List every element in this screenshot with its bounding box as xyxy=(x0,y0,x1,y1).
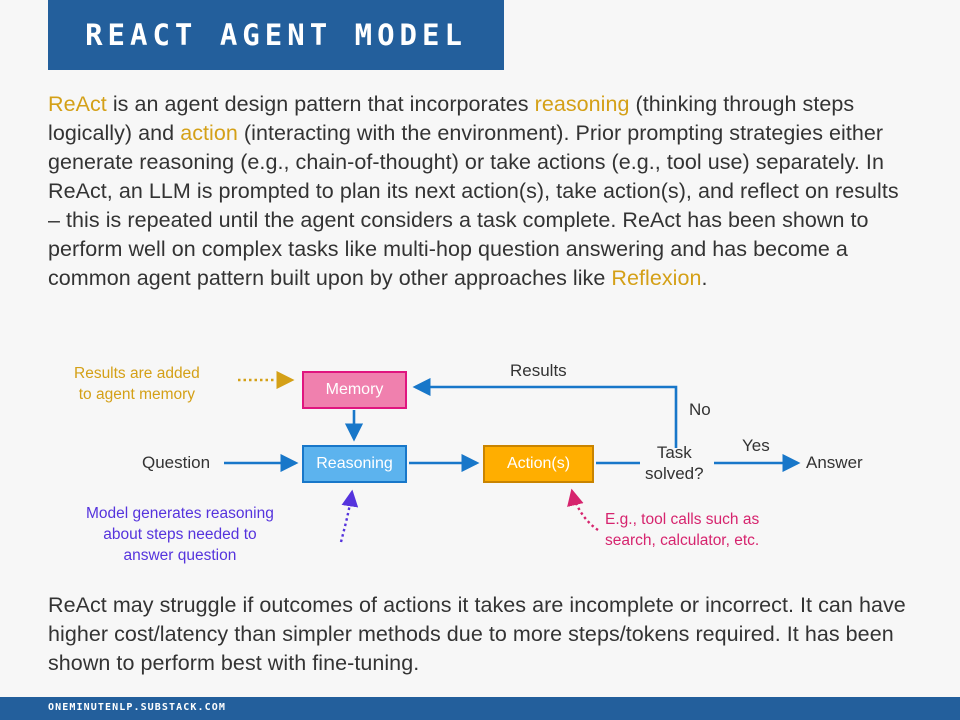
intro-run-1: is an agent design pattern that incorpor… xyxy=(106,92,535,116)
page-title: REACT AGENT MODEL xyxy=(85,18,467,52)
intro-run-0: ReAct xyxy=(48,92,107,116)
intro-run-2: reasoning xyxy=(534,92,630,116)
arrow-no-to-memory xyxy=(412,377,678,448)
node-memory[interactable]: Memory xyxy=(302,371,407,409)
intro-run-5: (interacting with the environment). Prio… xyxy=(48,121,899,290)
intro-paragraph: ReAct is an agent design pattern that in… xyxy=(48,90,908,293)
footer-site-label: ONEMINUTENLP.SUBSTACK.COM xyxy=(48,702,227,713)
label-answer: Answer xyxy=(806,453,863,472)
footer-bar xyxy=(0,697,960,720)
annotation-arrow-tools xyxy=(567,488,599,531)
label-task-solved-line1: Task xyxy=(656,443,692,462)
label-question: Question xyxy=(142,453,211,472)
intro-run-4: action xyxy=(180,121,238,145)
intro-run-7: . xyxy=(701,266,708,290)
node-actions-label: Action(s) xyxy=(506,455,571,472)
annotation-memory: Results are added to agent memory xyxy=(74,363,200,405)
annotation-reasoning: Model generates reasoning about steps ne… xyxy=(86,503,274,566)
annotation-reasoning-line2: about steps needed to xyxy=(103,526,257,543)
react-agent-diagram: Memory Reasoning Action(s) Question Resu… xyxy=(0,350,960,580)
annotation-reasoning-line1: Model generates reasoning xyxy=(86,505,274,522)
node-memory-label: Memory xyxy=(325,381,384,398)
label-yes: Yes xyxy=(742,436,770,455)
label-task-solved-line2: solved? xyxy=(645,464,704,483)
annotation-memory-line1: Results are added xyxy=(74,365,200,382)
label-no: No xyxy=(689,400,711,419)
annotation-arrow-reasoning xyxy=(339,489,359,543)
annotation-tools: E.g., tool calls such as search, calcula… xyxy=(605,509,759,551)
annotation-memory-line2: to agent memory xyxy=(78,386,196,403)
outro-paragraph: ReAct may struggle if outcomes of action… xyxy=(48,593,906,675)
node-actions[interactable]: Action(s) xyxy=(483,445,594,483)
diagram-arrows xyxy=(224,370,801,543)
node-reasoning-label: Reasoning xyxy=(316,455,393,472)
label-results: Results xyxy=(510,361,567,380)
annotation-tools-line2: search, calculator, etc. xyxy=(605,532,760,549)
intro-run-6: Reflexion xyxy=(611,266,702,290)
annotation-reasoning-line3: answer question xyxy=(123,547,237,564)
label-task-solved: Task solved? xyxy=(645,442,704,484)
node-reasoning[interactable]: Reasoning xyxy=(302,445,407,483)
annotation-tools-line1: E.g., tool calls such as xyxy=(605,511,760,528)
intro-run-3: (thinking through steps logically) and xyxy=(48,92,855,145)
title-banner: REACT AGENT MODEL xyxy=(48,0,504,70)
